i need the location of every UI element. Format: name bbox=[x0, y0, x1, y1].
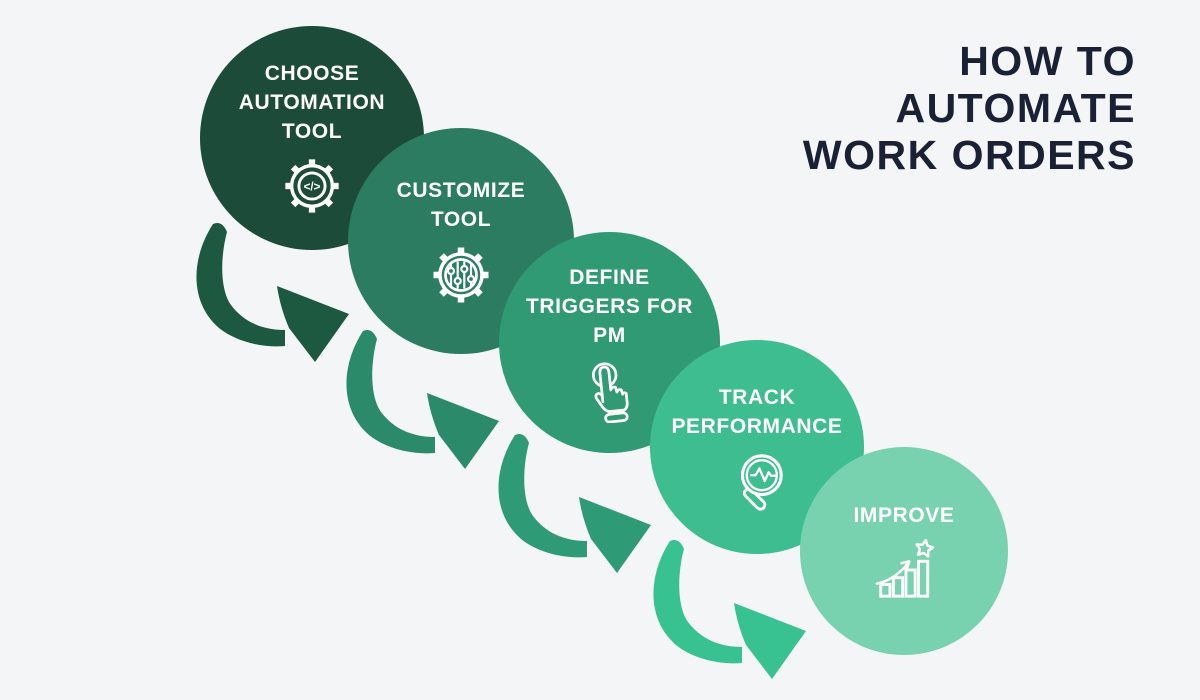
flow-arrow-2 bbox=[346, 330, 499, 469]
step-label: TRACK PERFORMANCE bbox=[671, 385, 843, 438]
step-label: DEFINE TRIGGERS FOR PM bbox=[525, 265, 694, 347]
title-line-2: AUTOMATE bbox=[895, 85, 1136, 131]
title-line-1: HOW TO bbox=[959, 38, 1136, 84]
flow-arrow-1 bbox=[196, 223, 349, 362]
flow-arrow-3 bbox=[498, 434, 651, 573]
step-label: CUSTOMIZE TOOL bbox=[396, 178, 526, 231]
step-label: CHOOSE AUTOMATION TOOL bbox=[238, 62, 386, 143]
step-circle-improve: IMPROVE bbox=[800, 447, 1008, 655]
magnifier-pulse-icon bbox=[740, 453, 783, 511]
gear-code-icon: </> bbox=[285, 159, 339, 213]
code-glyph: </> bbox=[304, 180, 321, 193]
page-title: HOW TO AUTOMATE WORK ORDERS bbox=[803, 38, 1136, 179]
flow-arrow-4 bbox=[653, 540, 806, 679]
gear-sliders-icon bbox=[433, 247, 489, 302]
growth-chart-star-icon bbox=[875, 539, 935, 598]
tap-hand-icon bbox=[591, 361, 629, 423]
title-line-3: WORK ORDERS bbox=[802, 132, 1136, 178]
step-label: IMPROVE bbox=[853, 504, 955, 527]
